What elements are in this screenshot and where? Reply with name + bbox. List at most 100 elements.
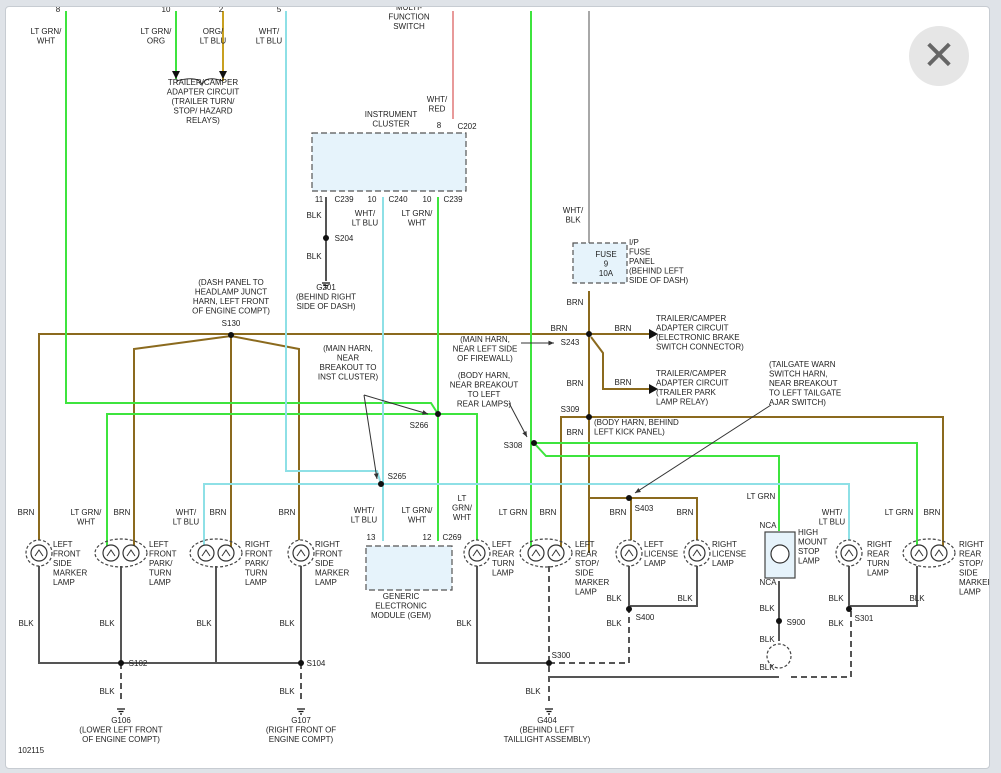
splice-s403 [626,495,632,501]
arrow-right-icon [649,384,658,394]
splice-s900 [776,618,782,624]
right-front-park-turn-lamp-bulb-icon [197,544,215,562]
wire-label: LT GRN/WHT [402,209,434,228]
callout-s403-head [635,488,641,493]
wire-label-blk: BLK [306,252,322,261]
nca-label: NCA [760,578,778,587]
label-whtred: WHT/RED [427,95,448,114]
wire-label-blk: BLK [759,604,775,613]
wire-label-blk: BLK [828,594,844,603]
label-s309: S309 [561,405,580,414]
wire-ltgrn-s308-right [534,442,918,553]
right-license-lamp-bulb-icon [688,544,706,562]
arrow-right-icon [649,329,658,339]
splice-s104 [298,660,304,666]
wire-brn-s309-right [589,416,944,553]
wire-brn-to-park [590,336,649,390]
label-s265: S265 [388,472,407,481]
connector-label: C240 [388,195,408,204]
wire-label: BRN [924,508,941,517]
wire-ltgrn-s266-left [106,413,438,553]
left-license-lamp-filament-icon [624,549,634,557]
callout-s265 [363,394,378,480]
left-front-park-turn-lamp-bulb-icon [122,544,140,562]
arrow-down-icon [172,71,180,79]
label-s900: S900 [787,618,806,627]
right-front-side-marker-lamp-filament-icon [296,549,306,557]
wire-ltgrn-wht-top [65,11,439,415]
wire-label: LT GRN/WHT [402,506,434,525]
pin-label: 12 [423,533,432,542]
wire-label: WHT/LT BLU [351,506,378,525]
left-rear-stop-side-marker-lamp-filament-icon [551,549,561,557]
wire-brn-s130-left [133,335,232,553]
label-s308: S308 [504,441,523,450]
wire-label: LT GRN/ORG [141,27,173,46]
close-button[interactable]: ✕ [909,26,969,86]
wire-blk-lrt [476,566,549,664]
wire-brn-s130-right [230,335,300,553]
wire-label: BRN [210,508,227,517]
left-rear-turn-lamp-filament-icon [472,549,482,557]
pin-label: 11 [315,195,324,204]
wire-label: WHT/LT BLU [256,27,283,46]
wire-label: LT GRN [747,492,776,501]
wire-label: BRN [567,428,584,437]
wire-ltblu-right [381,483,850,553]
wire-label-blk: BLK [456,619,472,628]
brace-icon [175,78,224,87]
splice-s309 [586,414,592,420]
left-license-lamp-bulb-icon [620,544,638,562]
wire-label-blk: BLK [909,594,925,603]
close-icon: ✕ [922,33,956,79]
right-front-park-turn-lamp-housing [189,538,243,568]
left-rear-stop-side-marker-lamp-housing [519,538,573,568]
right-rear-turn-lamp-bulb-icon [840,544,858,562]
wire-blk-license [628,566,698,607]
wire-label-brn: BRN [567,298,584,307]
right-front-park-turn-lamp-bulb-icon [217,544,235,562]
fuse-box [572,242,628,284]
wire-label: BRN [279,508,296,517]
g404-ground-icon [545,708,553,715]
right-front-park-turn-lamp-filament-icon [201,549,211,557]
label-s300: S300 [552,651,571,660]
left-front-park-turn-lamp-bulb-icon [102,544,120,562]
label-s243: S243 [561,338,580,347]
pin-label: 5 [277,7,282,14]
label-c269: C269 [442,533,462,542]
wire-label: WHT/LT BLU [352,209,379,228]
connector-label: C239 [443,195,463,204]
wire-blk-s301 [791,609,852,678]
wire-label: BLK [306,211,322,220]
wire-label: LT GRN [885,508,914,517]
wire-label: BRN [615,378,632,387]
label-s130: S130 [222,319,241,328]
wire-label-blk: BLK [759,635,775,644]
label-c202: C202 [457,122,477,131]
left-rear-turn-lamp-bulb-icon [468,544,486,562]
label-s266: S266 [410,421,429,430]
wire-label: BRN [540,508,557,517]
pin-label: 10 [423,195,432,204]
